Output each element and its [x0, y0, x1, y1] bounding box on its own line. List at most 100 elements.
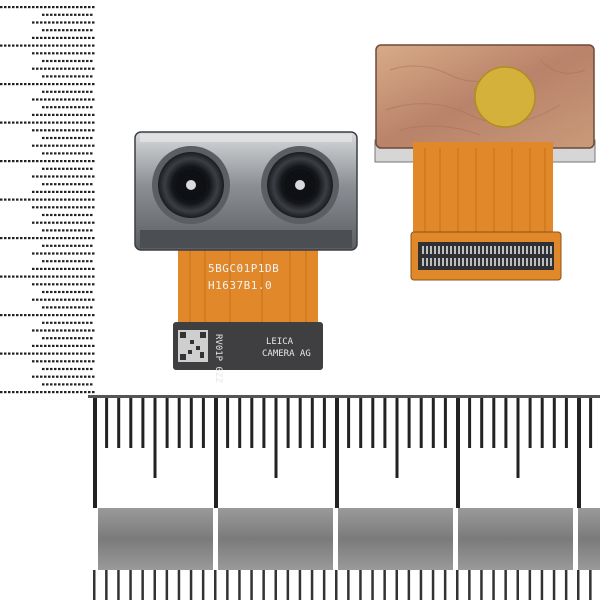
left-ruler-tick: [16, 237, 19, 240]
left-ruler-tick: [46, 306, 49, 309]
left-ruler-tick: [44, 391, 47, 394]
left-ruler-tick: [56, 98, 59, 101]
bottom-ruler-tick: [189, 398, 193, 448]
left-ruler-tick: [52, 113, 55, 116]
left-ruler-tick: [88, 237, 91, 240]
left-ruler-tick: [64, 298, 67, 301]
left-ruler-tick: [40, 113, 43, 116]
left-ruler-tick: [16, 314, 19, 317]
left-ruler-tick: [72, 113, 75, 116]
left-ruler-tick: [36, 237, 39, 240]
left-ruler-tick: [36, 6, 39, 9]
connector-pin: [530, 246, 532, 254]
left-ruler-tick: [48, 175, 51, 178]
left-ruler-tick: [92, 83, 95, 86]
left-ruler-tick: [68, 375, 71, 378]
left-ruler-tick: [16, 275, 19, 278]
left-ruler-tick: [86, 106, 89, 109]
left-ruler-tick: [0, 121, 3, 124]
left-ruler-tick: [48, 198, 51, 201]
left-ruler-tick: [32, 391, 35, 394]
left-ruler-tick: [60, 6, 63, 9]
left-ruler-tick: [32, 360, 35, 363]
bottom-minor-tick: [395, 570, 398, 600]
left-ruler-tick: [90, 367, 93, 371]
left-ruler-tick: [72, 175, 75, 178]
left-ruler-tick: [54, 13, 57, 16]
left-ruler-tick: [0, 198, 3, 201]
left-ruler-tick: [84, 175, 87, 178]
left-ruler-tick: [64, 113, 67, 116]
left-ruler-tick: [28, 275, 31, 278]
left-ruler-tick: [84, 206, 87, 209]
left-ruler-tick: [52, 6, 55, 9]
left-ruler-tick: [48, 391, 51, 394]
left-ruler-tick: [56, 267, 59, 270]
bottom-ruler-tick: [492, 398, 496, 448]
left-ruler-tick: [68, 83, 71, 86]
left-ruler-tick: [32, 198, 35, 201]
left-ruler-tick: [32, 83, 35, 86]
left-ruler-tick: [78, 306, 81, 309]
left-ruler-tick: [84, 344, 87, 347]
connector-pin: [526, 258, 528, 266]
left-ruler-tick: [92, 298, 95, 301]
left-ruler-tick: [70, 183, 73, 186]
left-ruler-tick: [90, 13, 93, 16]
left-ruler-tick: [32, 352, 35, 355]
left-ruler-tick: [46, 152, 49, 155]
left-ruler-tick: [88, 352, 91, 355]
left-ruler-tick: [68, 360, 71, 363]
left-ruler-tick: [58, 321, 61, 324]
left-ruler-tick: [44, 6, 47, 9]
left-ruler-tick: [44, 36, 47, 39]
bottom-minor-tick: [419, 570, 423, 600]
left-ruler-tick: [0, 6, 3, 9]
left-ruler-tick: [80, 175, 83, 178]
connector-pin: [470, 246, 472, 254]
left-ruler-tick: [54, 59, 57, 63]
left-ruler-tick: [72, 83, 75, 86]
left-ruler-tick: [86, 136, 89, 140]
left-ruler-tick: [78, 183, 81, 186]
left-ruler-tick: [76, 375, 79, 378]
left-ruler-tick: [86, 383, 89, 386]
connector-pin: [446, 258, 448, 266]
left-ruler-tick: [46, 136, 49, 140]
bottom-ruler-tick: [141, 398, 145, 448]
left-ruler-tick: [66, 59, 69, 63]
left-ruler-tick: [58, 90, 61, 93]
left-ruler-tick: [88, 344, 91, 347]
ruler-grey-band: [458, 508, 573, 570]
left-ruler-tick: [8, 198, 11, 201]
bottom-minor-tick: [504, 570, 507, 600]
left-ruler-tick: [72, 283, 75, 286]
left-ruler-tick: [52, 21, 55, 24]
connector-pin: [490, 246, 492, 254]
left-ruler-tick: [60, 44, 63, 47]
left-ruler-tick: [32, 160, 35, 163]
left-ruler-tick: [32, 206, 35, 209]
left-ruler-tick: [78, 75, 81, 78]
left-ruler-tick: [72, 352, 75, 355]
left-ruler-tick: [4, 314, 7, 317]
left-ruler-tick: [90, 75, 93, 78]
left-ruler-tick: [40, 314, 43, 317]
left-ruler-tick: [76, 67, 79, 70]
left-ruler-tick: [54, 260, 57, 263]
left-ruler-tick: [12, 121, 15, 124]
left-ruler-tick: [84, 391, 87, 394]
left-ruler-tick: [66, 183, 69, 186]
left-ruler-tick: [12, 237, 15, 240]
left-ruler-tick: [64, 314, 67, 317]
left-ruler-tick: [54, 90, 57, 93]
bottom-ruler-tick: [226, 398, 230, 448]
left-ruler-tick: [68, 391, 71, 394]
left-ruler-tick: [72, 121, 75, 124]
connector-pin: [534, 258, 536, 266]
connector-pin: [542, 246, 544, 254]
left-ruler-tick: [66, 229, 69, 232]
left-ruler-tick: [86, 337, 89, 340]
left-ruler-tick: [48, 67, 51, 70]
bottom-ruler-tick: [177, 398, 181, 448]
